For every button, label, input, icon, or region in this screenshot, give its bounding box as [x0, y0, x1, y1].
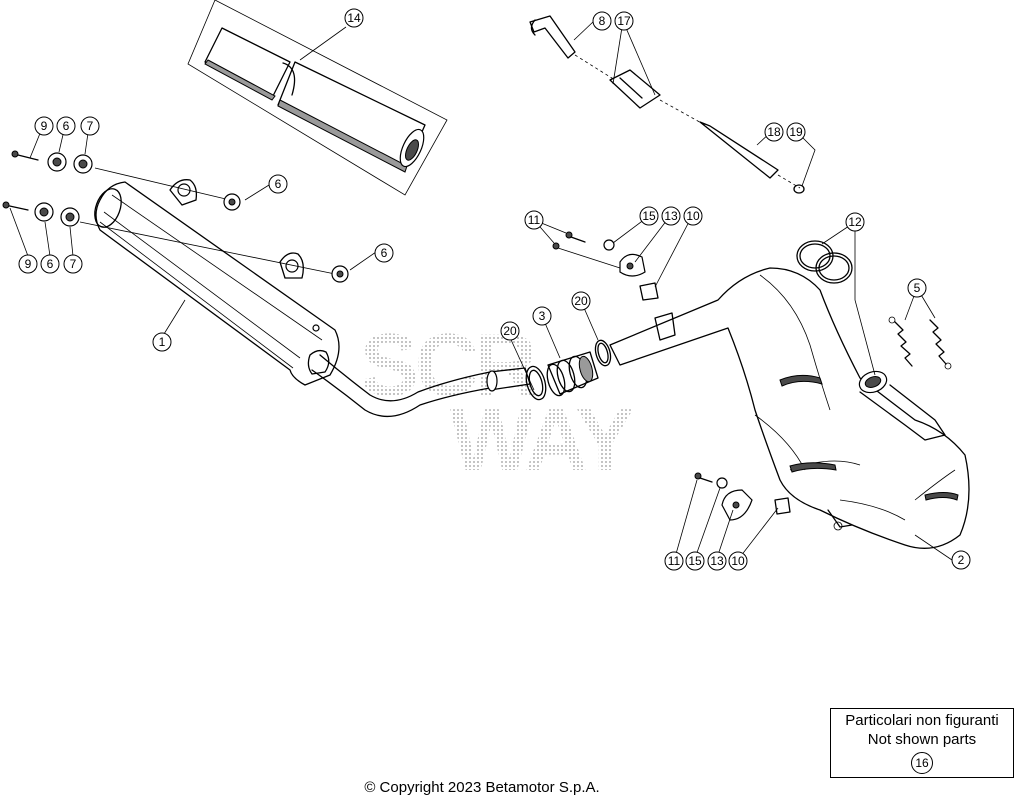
callout-20-label: 20 — [574, 294, 588, 308]
callout-20-label: 20 — [503, 324, 517, 338]
callout-6-top-left: 6 — [56, 116, 76, 136]
callout-11-lower: 11 — [664, 551, 684, 571]
silencer-packing-part — [187, 0, 448, 196]
callout-7-bottom: 7 — [63, 254, 83, 274]
watermark: SCR WAY — [360, 315, 638, 489]
callout-7-top: 7 — [80, 116, 100, 136]
callout-11-label: 11 — [528, 213, 541, 227]
callout-2: 2 — [951, 550, 971, 570]
springs — [888, 316, 952, 370]
callout-3-label: 3 — [539, 309, 546, 323]
callout-17-label: 17 — [617, 14, 631, 28]
callout-13-upper: 13 — [661, 206, 681, 226]
not-shown-label-english: Not shown parts — [867, 731, 977, 748]
callout-15-label: 15 — [642, 209, 656, 223]
callout-10-lower: 10 — [728, 551, 748, 571]
callout-17: 17 — [614, 11, 634, 31]
callout-13-label: 13 — [710, 554, 724, 568]
drain-hose — [529, 15, 805, 194]
callout-9-label: 9 — [41, 119, 48, 133]
callout-6-bottom-left: 6 — [40, 254, 60, 274]
callout-3: 3 — [532, 306, 552, 326]
callout-15-label: 15 — [688, 554, 702, 568]
callout-1-label: 1 — [159, 335, 166, 349]
callout-12-label: 12 — [848, 215, 862, 229]
callout-9-top: 9 — [34, 116, 54, 136]
callout-6-label: 6 — [63, 119, 70, 133]
callout-14: 14 — [344, 8, 364, 28]
not-shown-parts-box: Particolari non figuranti Not shown part… — [830, 708, 1014, 778]
callout-12: 12 — [845, 212, 865, 232]
coupling-and-orings — [525, 339, 612, 401]
callout-7-label: 7 — [70, 257, 77, 271]
callout-5-label: 5 — [914, 281, 921, 295]
callout-1: 1 — [152, 332, 172, 352]
mounting-hardware-upper — [552, 231, 659, 301]
callout-9-bottom: 9 — [18, 254, 38, 274]
exhaust-pipe — [311, 267, 970, 549]
callout-6-label: 6 — [275, 177, 282, 191]
not-shown-label-italian: Particolari non figuranti — [845, 712, 999, 729]
callout-19: 19 — [786, 122, 806, 142]
callout-6-label: 6 — [381, 246, 388, 260]
callout-18-label: 18 — [767, 125, 781, 139]
callout-5: 5 — [907, 278, 927, 298]
callout-19-label: 19 — [789, 125, 803, 139]
callout-10-label: 10 — [731, 554, 745, 568]
callout-15-lower: 15 — [685, 551, 705, 571]
callout-10-label: 10 — [686, 209, 700, 223]
callout-18: 18 — [764, 122, 784, 142]
watermark-line-2: WAY — [450, 390, 634, 489]
callout-8: 8 — [592, 11, 612, 31]
callout-10-upper: 10 — [683, 206, 703, 226]
callout-11-label: 11 — [668, 554, 681, 568]
callout-14-label: 14 — [347, 11, 361, 25]
callout-11-upper: 11 — [524, 210, 544, 230]
callout-15-upper: 15 — [639, 206, 659, 226]
callout-6-label: 6 — [47, 257, 54, 271]
callout-6-upper: 6 — [268, 174, 288, 194]
callout-2-label: 2 — [958, 553, 965, 567]
mounting-hardware-left — [2, 150, 349, 283]
callout-16: 16 — [911, 752, 933, 774]
mounting-hardware-lower — [694, 472, 791, 521]
callout-6-lower: 6 — [374, 243, 394, 263]
copyright-notice: © Copyright 2023 Betamotor S.p.A. — [364, 779, 600, 796]
callout-8-label: 8 — [599, 14, 606, 28]
callout-20-right: 20 — [571, 291, 591, 311]
callout-13-lower: 13 — [707, 551, 727, 571]
callout-20-left: 20 — [500, 321, 520, 341]
callout-7-label: 7 — [87, 119, 94, 133]
silencer-muffler — [94, 179, 340, 386]
callout-13-label: 13 — [664, 209, 678, 223]
callout-9-label: 9 — [25, 257, 32, 271]
gaskets — [796, 240, 853, 284]
